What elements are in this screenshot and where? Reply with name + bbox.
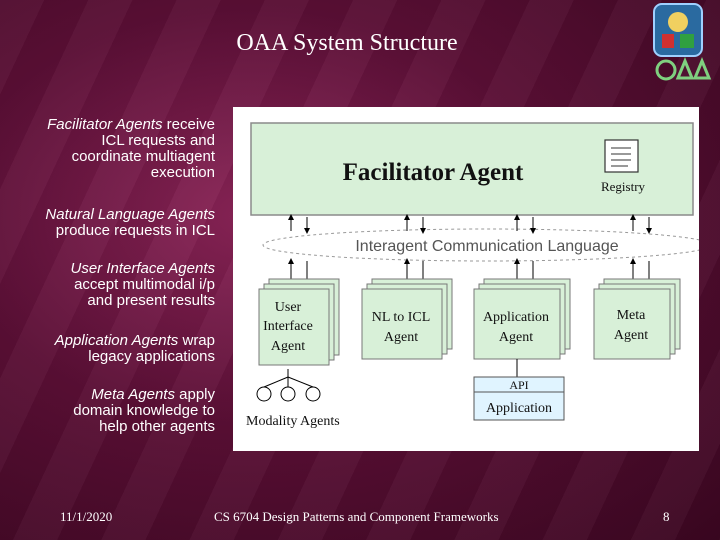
bullet-text: domain knowledge to <box>73 402 215 419</box>
app-agent-stack: Application Agent <box>473 278 571 360</box>
footer-course: CS 6704 Design Patterns and Component Fr… <box>214 509 499 524</box>
bullet-natural-language: Natural Language Agents produce requests… <box>0 207 215 239</box>
api-label: API <box>509 378 528 392</box>
bullet-text: accept multimodal i/p <box>74 276 215 293</box>
oaa-logo <box>653 3 712 81</box>
bullet-text: wrap <box>182 332 215 349</box>
meta-agent-label: Agent <box>614 328 648 343</box>
meta-agent-stack: Meta Agent <box>593 278 681 360</box>
bullet-text: receive <box>166 116 215 133</box>
bullet-text: ICL requests and <box>101 132 215 149</box>
bullet-text: coordinate multiagent <box>71 148 215 165</box>
bullet-term: Facilitator Agents <box>47 116 163 133</box>
footer-page-number: 8 <box>663 509 670 524</box>
bullet-text: legacy applications <box>88 348 215 365</box>
bullet-term: Natural Language Agents <box>45 206 215 223</box>
ui-agent-stack: User Interface Agent <box>258 278 340 366</box>
nl-agent-label: NL to ICL <box>372 310 431 325</box>
registry-label: Registry <box>601 179 646 194</box>
ui-agent-label: User <box>275 300 302 315</box>
bullet-text: execution <box>150 164 215 181</box>
ui-agent-label: Agent <box>271 339 305 354</box>
bullet-application: Application Agents wrap legacy applicati… <box>0 333 215 365</box>
footer-date: 11/1/2020 <box>60 509 113 524</box>
oaa-diagram: Facilitator Agent Registry Interagent Co… <box>233 107 712 451</box>
bullet-user-interface: User Interface Agents accept multimodal … <box>0 261 215 309</box>
bullet-term: Application Agents <box>54 332 179 349</box>
facilitator-label: Facilitator Agent <box>343 159 524 186</box>
bullet-text: produce requests in ICL <box>55 222 215 239</box>
application-label: Application <box>486 401 552 416</box>
ui-agent-label: Interface <box>263 319 313 334</box>
app-agent-label: Agent <box>499 330 533 345</box>
bullet-text: and present results <box>87 292 215 309</box>
nl-agent-stack: NL to ICL Agent <box>361 278 453 360</box>
meta-agent-label: Meta <box>617 308 647 323</box>
icl-label: Interagent Communication Language <box>355 238 618 255</box>
diagram-svg: Facilitator Agent Registry Interagent Co… <box>246 122 712 429</box>
bullet-text: help other agents <box>99 418 215 435</box>
bullet-term: Meta Agents <box>91 386 175 403</box>
app-agent-label: Application <box>483 310 549 325</box>
slide-title: OAA System Structure <box>236 30 458 56</box>
bullet-meta: Meta Agents apply domain knowledge to he… <box>0 387 215 435</box>
bullet-text: apply <box>179 386 215 403</box>
bullet-facilitator: Facilitator Agents receive ICL requests … <box>0 117 215 181</box>
modality-agents-graphic <box>256 369 321 402</box>
registry-icon <box>604 139 639 173</box>
nl-agent-label: Agent <box>384 330 418 345</box>
modality-agents-label: Modality Agents <box>246 414 340 429</box>
bullet-term: User Interface Agents <box>70 260 215 277</box>
application-box <box>473 391 565 421</box>
